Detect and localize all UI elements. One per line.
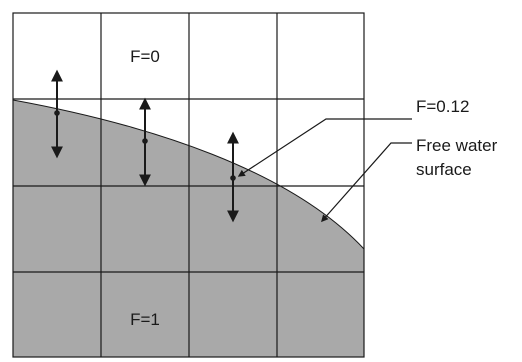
leader-f012	[237, 118, 412, 177]
interface-point-2	[142, 138, 148, 144]
label-full-cell: F=1	[130, 310, 160, 329]
label-empty-cell: F=0	[130, 47, 160, 66]
label-interface-cell: F=0.12	[416, 97, 469, 116]
grid	[12, 12, 365, 358]
interface-point-1	[54, 110, 60, 116]
leader-lines	[237, 118, 412, 223]
interface-points	[54, 110, 236, 181]
interface-point-3	[230, 175, 236, 181]
free-surface-curve	[12, 99, 365, 250]
label-free-surface-line1: Free water	[416, 136, 498, 155]
leader-free-surface	[321, 142, 412, 223]
label-free-surface-line2: surface	[416, 160, 472, 179]
